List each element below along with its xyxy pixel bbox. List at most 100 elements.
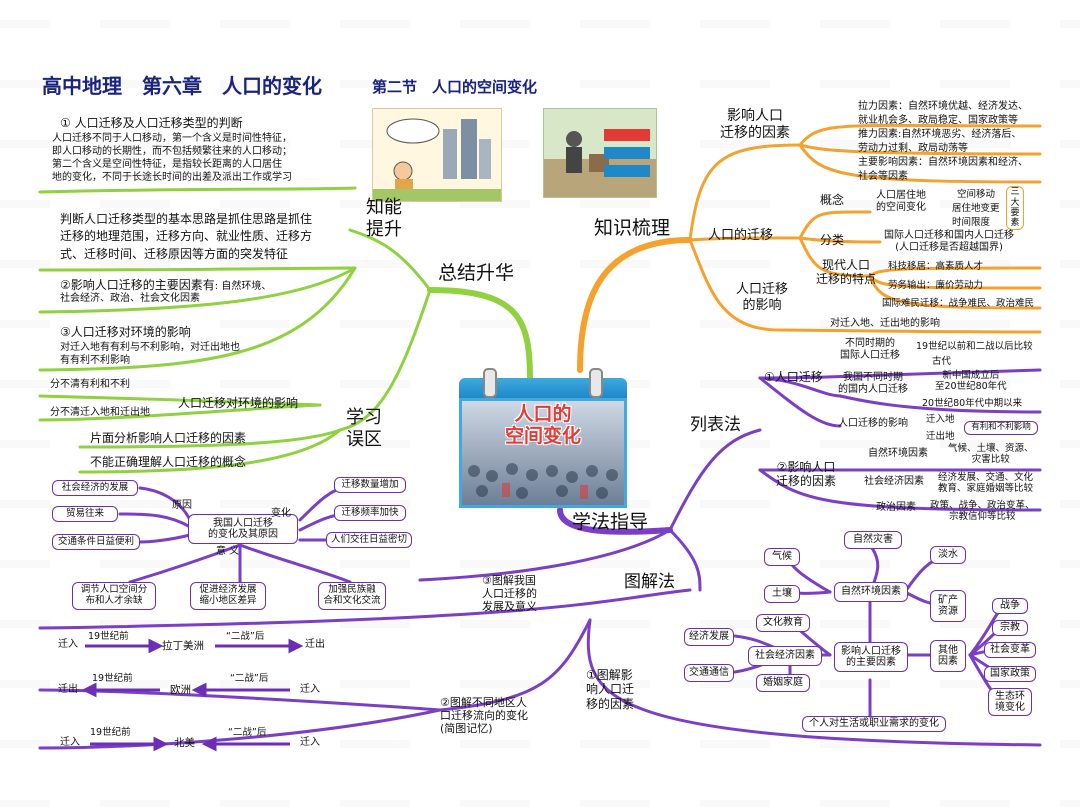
d-v1: 迁移数量增加: [334, 477, 406, 493]
node-diagram-method: 图解法: [624, 572, 675, 592]
t-effect: 人口迁移的影响: [838, 418, 908, 429]
f-soc-factor: 社会经济因素: [748, 646, 822, 666]
node-mistakes: 学习 误区: [346, 407, 382, 450]
d-c3: 交通条件日益便利: [52, 534, 140, 550]
t-ancient: 古代: [932, 356, 952, 367]
mistake-m1a: 分不清有利和不利: [50, 379, 130, 390]
f-soil: 土壤: [764, 585, 800, 603]
t-intl-def: 19世纪以前和二战以后比较: [916, 341, 1033, 352]
flow3-in-2: 迁入: [300, 737, 320, 748]
t-politic: 政治因素: [876, 502, 916, 513]
mistake-m1b: 分不清迁入地和迁出地: [50, 407, 150, 418]
migration-arrows: [81, 638, 304, 752]
d-d1: ①图解影 响人口迁 移的因素: [586, 668, 635, 711]
f-disaster: 自然灾害: [844, 531, 902, 549]
d-v2: 迁移频率加快: [334, 505, 406, 521]
d-c1: 社会经济的发展: [52, 480, 138, 496]
t-pros-cons: 有利和不利影响: [964, 421, 1038, 435]
green-branch-lines: [38, 186, 533, 474]
migration-photo: [543, 108, 657, 198]
ability-item3-body: 对迁入地有有利与不利影响，对迁出地也 有有利不利影响: [60, 342, 240, 366]
d-cause: 原因: [172, 500, 192, 511]
f-policy: 国家政策: [984, 666, 1036, 682]
mistake-m2: 片面分析影响人口迁移的因素: [90, 431, 247, 445]
flow2-europe: 欧洲: [170, 684, 191, 696]
t-t2: ②影响人口 迁移的因素: [776, 460, 837, 489]
f-edu: 文化教育: [756, 614, 810, 632]
ability-item1b: 判断人口迁移类型的基本思路是抓住思路是抓住 迁移的地理范围，迁移方向、就业性质、…: [60, 212, 313, 261]
t-since80: 20世纪80年代中期以来: [922, 398, 1023, 409]
k-concept-def: 人口居住地 的空间变化: [876, 190, 926, 213]
f-traffic: 交通通信: [684, 664, 734, 682]
d-v3: 人们交往日益密切: [326, 532, 412, 548]
cartoon-illustration: [372, 108, 502, 202]
d-change: 变化: [271, 508, 291, 519]
k-tech: 科技移居：高素质人才: [888, 261, 984, 272]
f-eco: 生态环 境变化: [988, 688, 1032, 716]
k-classify: 分类: [820, 233, 845, 247]
d-s1: 调节人口空间分 布和人才余缺: [72, 582, 156, 610]
f-marriage: 婚姻家庭: [756, 674, 810, 692]
flow1-before19: 19世纪前: [88, 631, 129, 642]
central-topic-card: 人口的 空间变化: [459, 368, 627, 508]
calendar-header: [459, 378, 627, 398]
k-space: 空间移动: [957, 189, 996, 200]
page-subtitle: 第二节 人口的空间变化: [372, 78, 538, 96]
k-refugee: 国际难民迁移：战争难民、政治难民: [882, 298, 1035, 309]
f-econ: 经济发展: [684, 628, 734, 646]
t-intl: 不同时期的 国际人口迁移: [840, 338, 900, 361]
f-nat-factor: 自然环境因素: [834, 582, 908, 602]
flow1-out: 迁出: [305, 639, 325, 650]
flow2-before19: 19世纪前: [92, 673, 133, 684]
ability-item1-title: ① 人口迁移及人口迁移类型的判断: [60, 116, 243, 130]
flow2-in: 迁入: [300, 684, 320, 695]
flow2-after-war: “二战”后: [230, 673, 269, 684]
flow1-in: 迁入: [58, 639, 78, 650]
k-main: 主要影响因素：自然环境因素和经济、 社会等因素: [858, 157, 1028, 182]
d-d2: ②图解不同地区人 口迁移流向的变化 (简图记忆): [440, 696, 528, 736]
k-impact-def: 对迁入地、迁出地的影响: [830, 318, 940, 329]
central-topic-title: 人口的 空间变化: [504, 403, 581, 447]
flow2-out: 迁出: [58, 684, 78, 695]
f-fresh: 淡水: [930, 546, 966, 564]
t-nature: 自然环境因素: [868, 448, 928, 459]
d-c2: 贸易往来: [52, 506, 118, 522]
ability-item3-title: ③人口迁移对环境的影响: [60, 325, 191, 339]
f-war: 战争: [992, 598, 1028, 614]
t-social: 社会经济因素: [864, 476, 924, 487]
f-personal: 个人对生活或职业需求的变化: [802, 716, 946, 732]
f-reform: 社会变革: [984, 642, 1036, 658]
ability-item1-body: 人口迁移不同于人口移动，第一个含义是时间性特征， 即人口移动的长期性，而不包括频…: [52, 133, 292, 183]
k-factors: 影响人口 迁移的因素: [720, 108, 790, 141]
t-politic-def: 政策、战争、政治变革、 宗教信仰等比较: [930, 500, 1035, 523]
page-title: 高中地理 第六章 人口的变化: [42, 74, 322, 98]
node-table-method: 列表法: [690, 415, 741, 435]
f-religion: 宗教: [992, 620, 1028, 636]
calendar-ring-icon: [589, 368, 603, 398]
k-concept: 概念: [820, 193, 845, 207]
k-push: 推力因素:自然环境恶劣、经济落后、 劳动力过剩、政局动荡等: [858, 129, 1022, 154]
ability-item2: ②影响人口迁移的主要因素有: 自然环境、: [60, 278, 272, 292]
d-s2: 促进经济发展 缩小地区差异: [190, 582, 266, 610]
f-mineral: 矿产 资源: [930, 590, 966, 622]
d-d3: ③图解我国 人口迁移的 发展及意义: [482, 574, 537, 614]
k-classify-def: 国际人口迁移和国内人口迁移 (人口迁移是否超越国界): [884, 230, 1014, 253]
t-nature-def: 气候、土壤、资源、 灾害比较: [948, 443, 1034, 466]
f-main-factor: 影响人口迁移 的主要因素: [834, 642, 908, 672]
mistake-m1: 人口迁移对环境的影响: [178, 396, 299, 410]
purple-branch-lines: [38, 368, 1042, 750]
d-core: 我国人口迁移 的变化及其原因: [188, 514, 298, 544]
k-residence: 居住地变更: [952, 203, 1000, 214]
node-ability: 知能 提升: [366, 197, 402, 240]
t-t1: ①人口迁移: [764, 370, 823, 384]
branch-summary: 总结升华: [438, 262, 515, 284]
t-domestic: 我国不同时期 的国内人口迁移: [838, 372, 908, 395]
d-meaning: 意 义: [216, 546, 240, 557]
branch-knowledge: 知识梳理: [594, 217, 671, 239]
t-in-place: 迁入地: [926, 414, 955, 425]
k-three-elements: 三 大 要 素: [1006, 186, 1024, 230]
t-social-def: 经济发展、交通、文化 教育、家庭婚姻等比较: [938, 472, 1034, 495]
branch-method: 学法指导: [572, 511, 649, 533]
t-new-china: 新中国成立后 至20世纪80年代: [935, 370, 1007, 393]
orange-branch-lines: [577, 123, 1042, 373]
